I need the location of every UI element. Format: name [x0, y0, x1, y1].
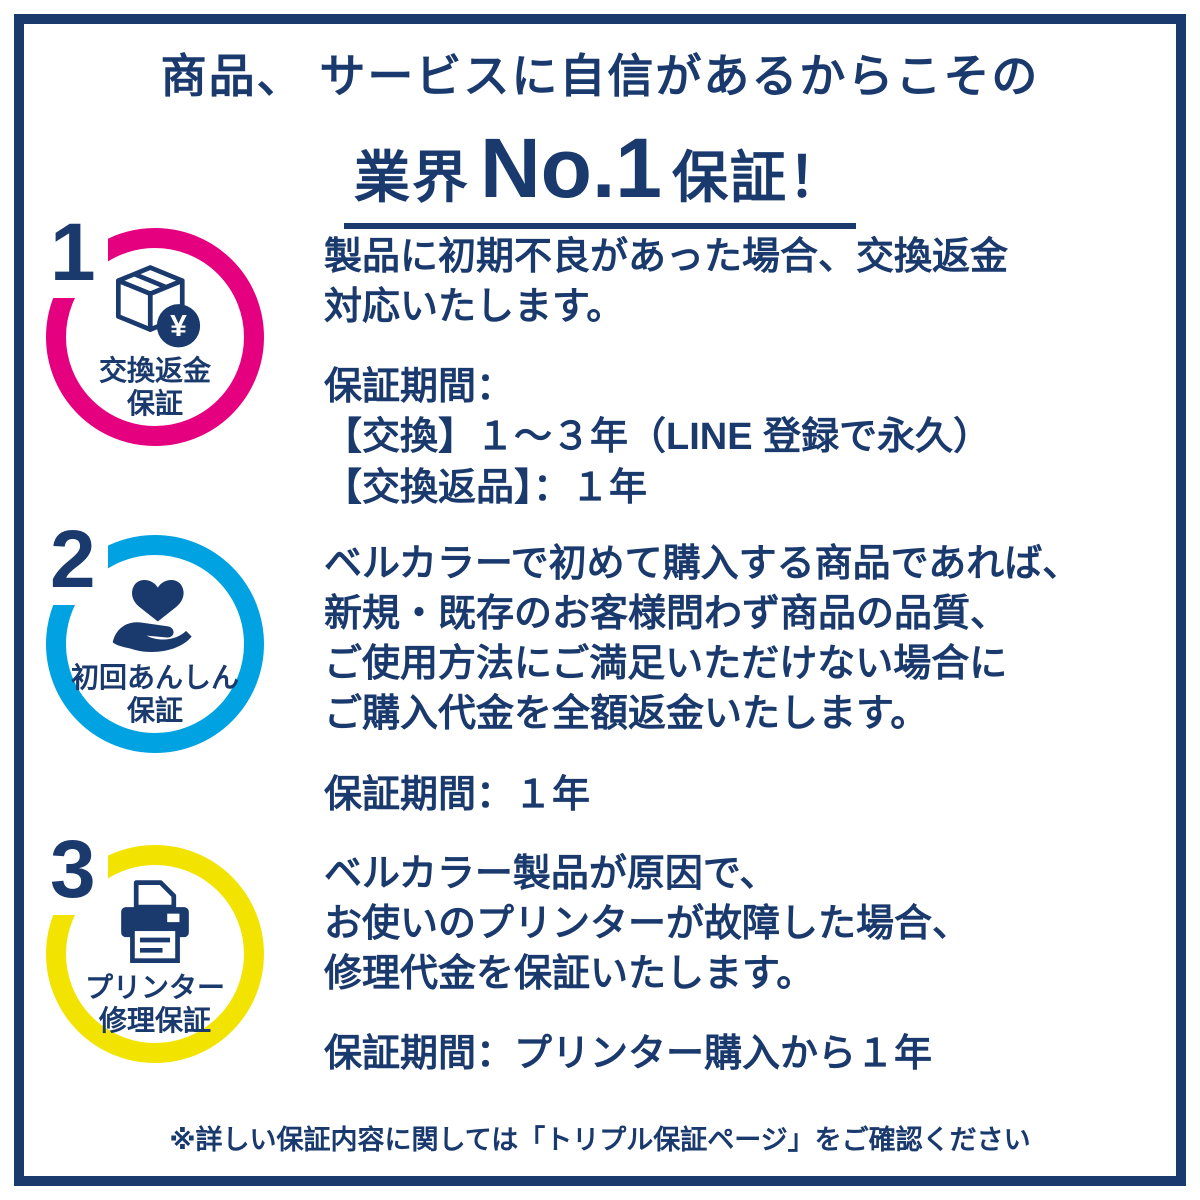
header-line2-wrap: 業界 No.1 保証！	[0, 120, 1200, 229]
section-1-text: 製品に初期不良があった場合、交換返金 対応いたします。 保証期間： 【交換】１～…	[324, 228, 1008, 513]
package-yen-icon: ¥	[103, 260, 207, 354]
badge-number-2: 2	[44, 519, 108, 605]
section-3-text: ベルカラー製品が原因で、 お使いのプリンターが故障した場合、 修理代金を保証いた…	[324, 845, 970, 1080]
svg-text:¥: ¥	[170, 310, 187, 343]
section-1-period: 保証期間： 【交換】１～３年（LINE 登録で永久） 【交換返品】：１年	[324, 366, 992, 509]
badge-number-3: 3	[44, 829, 108, 915]
section-3-period: 保証期間：プリンター購入から１年	[324, 1033, 933, 1076]
badge-first-purchase: 2 初回あんしん 保証	[44, 519, 264, 753]
badge-label-1: 交換返金 保証	[98, 355, 211, 420]
header: 商品、 サービスに自信があるからこその 業界 No.1 保証！	[0, 40, 1200, 229]
header-guarantee-label: 保証！	[672, 146, 847, 209]
header-industry-label: 業界	[353, 146, 470, 209]
badge-label-2: 初回あんしん 保証	[70, 662, 239, 727]
badge-printer-repair: 3 プリンター 修理保証	[44, 829, 264, 1063]
badge-exchange-refund: 1 ¥ 交換返金 保証	[44, 212, 264, 446]
footer-note: ※詳しい保証内容に関しては「トリプル保証ページ」をご確認ください	[169, 1125, 1031, 1155]
header-line1: 商品、 サービスに自信があるからこその	[160, 50, 1040, 102]
section-2-text: ベルカラーで初めて購入する商品であれば、 新規・既存のお客様問わず商品の品質、 …	[324, 535, 1080, 820]
printer-icon	[107, 877, 203, 971]
guarantee-section-printer-repair: 3 プリンター 修理保証 ベルカラー製品が原因で、 お使いのプリンターが故障した…	[44, 829, 1156, 1080]
section-2-body: ベルカラーで初めて購入する商品であれば、 新規・既存のお客様問わず商品の品質、 …	[324, 543, 1081, 736]
heart-in-hand-icon	[103, 567, 207, 661]
badge-number-1: 1	[44, 212, 108, 298]
guarantee-section-exchange-refund: 1 ¥ 交換返金 保証 製品に初期不良があった場合、交換返金 対応いたします。 …	[44, 212, 1156, 513]
header-no1-label: No.1	[479, 121, 663, 215]
guarantee-section-first-purchase: 2 初回あんしん 保証 ベルカラーで初めて購入する商品であれば、 新規・既存のお…	[44, 519, 1156, 820]
section-1-body: 製品に初期不良があった場合、交換返金 対応いたします。	[324, 236, 1009, 329]
section-2-period: 保証期間：１年	[324, 773, 591, 816]
header-line2: 業界 No.1 保証！	[343, 120, 857, 229]
badge-label-3: プリンター 修理保証	[84, 972, 225, 1037]
section-3-body: ベルカラー製品が原因で、 お使いのプリンターが故障した場合、 修理代金を保証いた…	[324, 853, 971, 996]
